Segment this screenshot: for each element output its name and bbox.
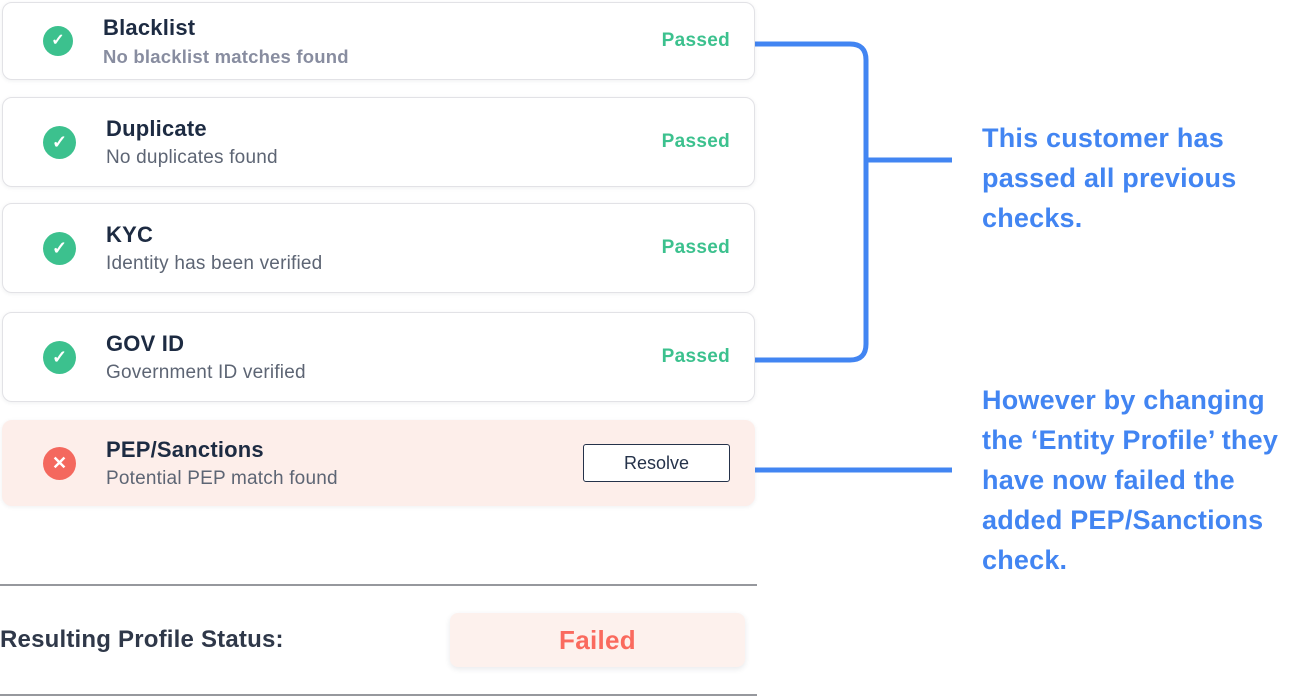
check-card-texts: PEP/Sanctions Potential PEP match found xyxy=(106,437,583,490)
check-card-texts: Duplicate No duplicates found xyxy=(106,116,662,169)
cross-glyph: ✕ xyxy=(51,453,68,473)
check-circle-icon: ✓ xyxy=(43,26,73,56)
status-badge: Passed xyxy=(661,237,730,258)
check-card-texts: GOV ID Government ID verified xyxy=(106,331,662,384)
status-badge: Passed xyxy=(661,131,730,152)
bracket-connector xyxy=(755,41,869,363)
check-title: Duplicate xyxy=(106,115,207,141)
check-title: KYC xyxy=(106,221,154,247)
status-badge: Passed xyxy=(661,346,730,367)
check-title: Blacklist xyxy=(103,14,196,40)
check-card-texts: KYC Identity has been verified xyxy=(106,222,662,275)
check-circle-icon: ✓ xyxy=(43,125,76,159)
check-description: Government ID verified xyxy=(106,361,306,383)
check-card-govid: ✓ GOV ID Government ID verified Passed xyxy=(2,312,755,402)
check-description: Identity has been verified xyxy=(106,252,323,274)
check-card-blacklist: ✓ Blacklist No blacklist matches found P… xyxy=(2,2,755,80)
resolve-button[interactable]: Resolve xyxy=(583,444,730,482)
result-status-badge: Failed xyxy=(450,613,745,667)
status-badge: Passed xyxy=(661,30,730,51)
checkmark-glyph: ✓ xyxy=(51,347,68,367)
check-description: Potential PEP match found xyxy=(106,467,338,489)
checkmark-glyph: ✓ xyxy=(51,238,68,258)
divider-top xyxy=(0,584,757,586)
check-card-texts: Blacklist No blacklist matches found xyxy=(103,15,662,68)
check-circle-icon: ✓ xyxy=(43,340,76,374)
check-card-kyc: ✓ KYC Identity has been verified Passed xyxy=(2,203,755,293)
check-circle-icon: ✓ xyxy=(43,231,76,265)
check-title: GOV ID xyxy=(106,330,185,356)
divider-bottom xyxy=(0,694,757,696)
annotation-failed-check: However by changing the ‘Entity Profile’… xyxy=(982,385,1279,575)
annotation-passed-checks: This customer has passed all previous ch… xyxy=(982,123,1237,233)
check-card-duplicate: ✓ Duplicate No duplicates found Passed xyxy=(2,97,755,187)
check-title: PEP/Sanctions xyxy=(106,436,264,462)
check-card-pep-sanctions: ✕ PEP/Sanctions Potential PEP match foun… xyxy=(2,420,755,506)
check-description: No duplicates found xyxy=(106,146,278,168)
result-status-label: Resulting Profile Status: xyxy=(0,626,284,653)
checkmark-glyph: ✓ xyxy=(51,32,65,49)
checkmark-glyph: ✓ xyxy=(51,132,68,152)
check-description: No blacklist matches found xyxy=(103,45,349,67)
cross-circle-icon: ✕ xyxy=(43,446,76,480)
